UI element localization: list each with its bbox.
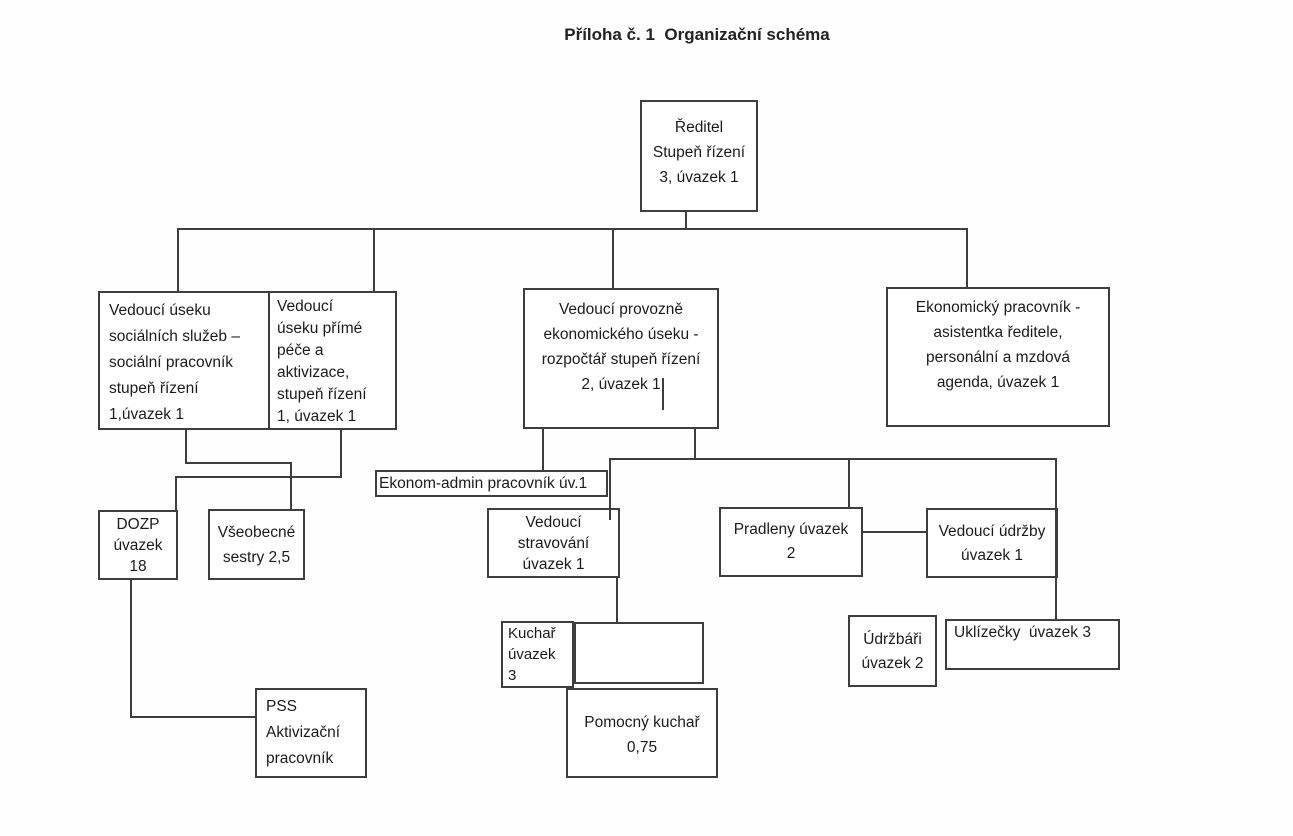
connector-socialni-down <box>185 430 187 464</box>
text-line: 2 <box>786 545 796 562</box>
connector-to-ekonom-admin <box>542 429 544 470</box>
connector-drop-provozne <box>612 228 614 288</box>
text-line: Pradleny úvazek <box>733 521 849 538</box>
connector-prime-pece-down <box>340 430 342 478</box>
org-box-pss: PSS Aktivizační pracovník <box>255 688 367 778</box>
text-line: asistentka ředitele, <box>933 324 1063 341</box>
text-line: personální a mzdová <box>926 349 1070 366</box>
org-box-uklizecky: Uklízečky úvazek 3 <box>945 619 1120 670</box>
connector-artifact-inside-provozne <box>662 378 664 410</box>
org-box-pradleny: Pradleny úvazek 2 <box>719 507 863 577</box>
connector-to-pradleny <box>848 458 850 507</box>
connector-provozne-down <box>694 429 696 460</box>
text-line: úvazek <box>113 537 163 554</box>
org-box-vedouci-stravovani: Vedoucí stravování úvazek 1 <box>487 508 620 578</box>
connector-stravovani-down <box>616 578 618 622</box>
text-line: Údržbáři <box>863 631 922 648</box>
text-line: úvazek 1 <box>522 556 585 573</box>
text-line: sociální pracovník <box>109 354 234 371</box>
text-line: Stupeň řízení <box>652 144 746 161</box>
page-title: Příloha č. 1 Organizační schéma <box>564 25 830 44</box>
text-line: agenda, úvazek 1 <box>936 374 1060 391</box>
org-box-vedouci-prime-pece: Vedoucí úseku přímé péče a aktivizace, s… <box>270 291 397 430</box>
text-line: péče a <box>277 342 324 359</box>
org-box-kuchar: Kuchař úvazek 3 <box>501 621 574 688</box>
text-line: 3 <box>508 667 517 684</box>
text-line: sociálních služeb – <box>109 328 240 345</box>
text-line: úvazek <box>508 646 556 663</box>
text-line: Všeobecné <box>217 524 296 541</box>
text-line: rozpočtář stupeň řízení <box>541 351 701 368</box>
text-line: pracovník <box>266 750 334 767</box>
org-box-dozp: DOZP úvazek 18 <box>98 510 178 580</box>
connector-to-sestry <box>290 462 292 509</box>
text-line: aktivizace, <box>277 364 350 381</box>
org-box-vedouci-udrzby: Vedoucí údržby úvazek 1 <box>926 508 1058 578</box>
org-box-ekonomicky-pracovnik: Ekonomický pracovník - asistentka ředite… <box>886 287 1110 427</box>
text-line: úseku přímé <box>277 320 363 337</box>
connector-to-uklizecky <box>1055 458 1057 619</box>
text-line: Vedoucí <box>525 514 582 531</box>
text-line: stravování <box>517 535 590 552</box>
text-line: Vedoucí <box>277 298 334 315</box>
text-line: sestry 2,5 <box>222 549 291 566</box>
text-line: 2, úvazek 1 <box>581 376 661 393</box>
text-line: Vedoucí údržby <box>938 523 1046 540</box>
text-line: Ředitel <box>674 119 724 136</box>
connector-pradleny-udrzby <box>863 531 926 533</box>
text-line: Vedoucí provozně <box>558 301 684 318</box>
org-box-ekonom-admin: Ekonom-admin pracovník úv.1 <box>375 470 608 497</box>
org-box-udrzbari: Údržbáři úvazek 2 <box>848 615 937 687</box>
connector-dozp-pss-horizontal <box>130 716 257 718</box>
text-line: 1,úvazek 1 <box>109 406 184 423</box>
org-box-reditel: Ředitel Stupeň řízení 3, úvazek 1 <box>640 100 758 212</box>
connector-to-stravovani <box>609 458 611 520</box>
text-line: PSS <box>266 698 298 715</box>
connector-to-dozp <box>175 476 177 510</box>
connector-level1-horizontal <box>177 228 968 230</box>
text-line: 3, úvazek 1 <box>659 169 739 186</box>
text-line: DOZP <box>116 516 160 533</box>
text-line: úvazek 1 <box>960 547 1024 564</box>
text-line: Vedoucí úseku <box>109 302 211 319</box>
connector-drop-prime-pece <box>373 228 375 291</box>
text-line: 18 <box>129 558 147 575</box>
connector-drop-socialni <box>177 228 179 291</box>
org-box-vseobecne-sestry: Všeobecné sestry 2,5 <box>208 509 305 580</box>
org-box-pomocny-kuchar: Pomocný kuchař 0,75 <box>566 688 718 778</box>
text-line: Kuchař <box>508 625 556 642</box>
text-line: Pomocný kuchař <box>584 714 700 731</box>
text-line: Ekonom-admin pracovník úv.1 <box>379 475 588 492</box>
text-line: úvazek 2 <box>861 655 924 672</box>
connector-level2-horizontal <box>609 458 1057 460</box>
connector-reditel-stub <box>685 212 687 230</box>
text-line: stupeň řízení <box>277 386 367 403</box>
text-line: Aktivizační <box>266 724 341 741</box>
connector-cross-horizontal-1 <box>185 462 292 464</box>
org-box-vedouci-provozne-ekonomickeho: Vedoucí provozně ekonomického úseku - ro… <box>523 288 719 429</box>
text-line: 1, úvazek 1 <box>277 408 357 425</box>
connector-drop-ekonomicky <box>966 228 968 287</box>
text-line: Uklízečky úvazek 3 <box>954 624 1091 641</box>
org-box-empty <box>574 622 704 684</box>
text-line: ekonomického úseku - <box>543 326 699 343</box>
text-line: Ekonomický pracovník - <box>915 299 1081 316</box>
connector-cross-horizontal-2 <box>175 476 342 478</box>
connector-dozp-pss-vertical <box>130 580 132 718</box>
org-box-vedouci-socialnich-sluzeb: Vedoucí úseku sociálních služeb – sociál… <box>98 291 270 430</box>
text-line: 0,75 <box>626 739 658 756</box>
text-line: stupeň řízení <box>109 380 199 397</box>
